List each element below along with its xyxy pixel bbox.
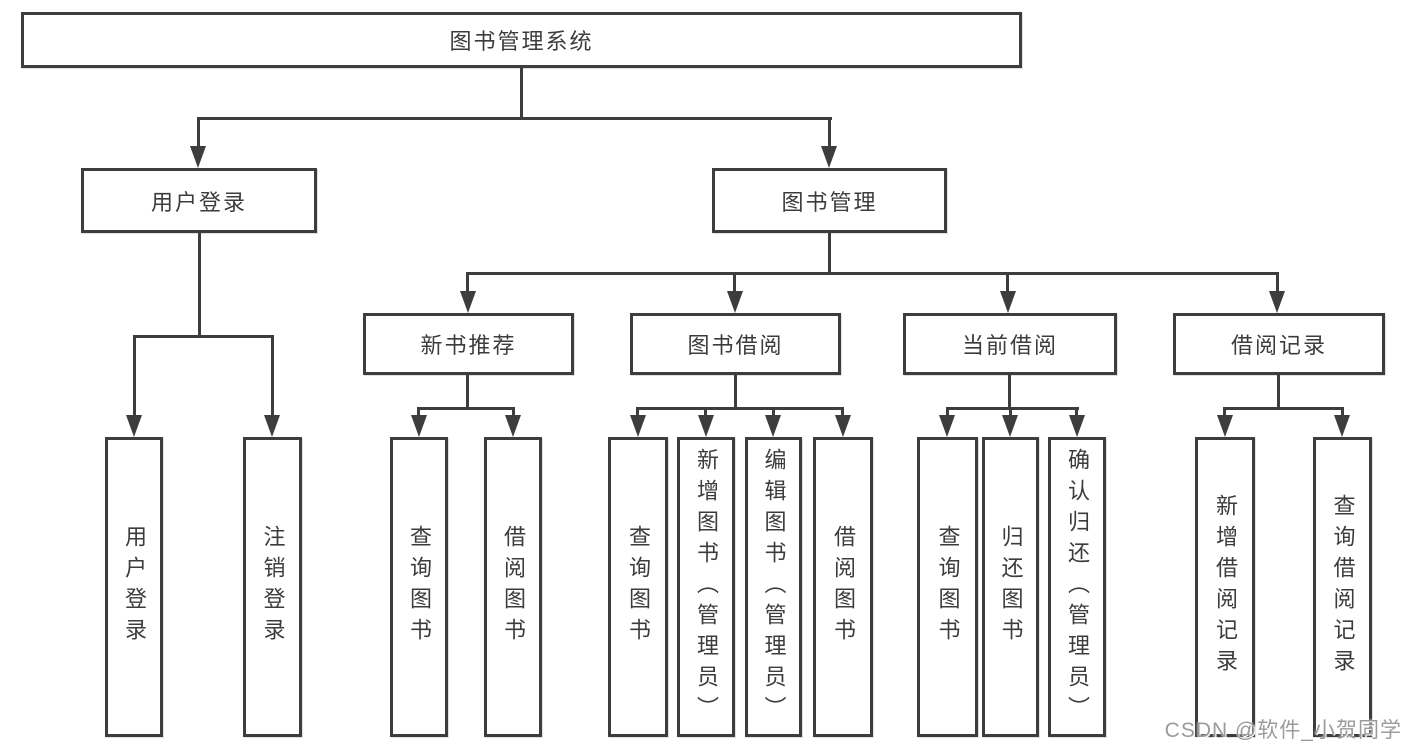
down-arrowhead-g2-leaf1 [411, 415, 427, 437]
down-arrowhead-borrow-records [1269, 291, 1285, 313]
leaf-recommend-query-books: 查询图书 [390, 437, 448, 737]
node-new-book-recommend: 新书推荐 [363, 313, 574, 375]
connector-leaf-user-login-drop [133, 335, 136, 417]
leaf-add-borrow-record: 新增借阅记录 [1195, 437, 1255, 737]
connector-new-book-branch [417, 407, 515, 410]
leaf-user-login: 用户登录 [105, 437, 163, 737]
down-arrowhead-g3-leaf2 [698, 415, 714, 437]
leaf-query-borrow-record: 查询借阅记录 [1313, 437, 1372, 737]
connector-current-borrow-branch [946, 407, 1079, 410]
connector-book-borrow-drop [733, 272, 736, 293]
node-book-management-label: 图书管理 [781, 189, 878, 215]
connector-g2-leaf1-drop [417, 407, 420, 418]
down-arrowhead-g3-leaf1 [630, 415, 646, 437]
connector-root-stem [520, 68, 523, 117]
connector-level2-branch [197, 117, 832, 120]
leaf-confirm-return-admin: 确认归还（管理员） [1048, 437, 1106, 737]
node-book-borrow-label: 图书借阅 [687, 333, 784, 358]
down-arrowhead-g3-leaf4 [835, 415, 851, 437]
connector-current-borrow-stem [1008, 375, 1011, 409]
connector-leaf-logout-drop [271, 335, 274, 417]
connector-user-login-branch [133, 335, 274, 338]
connector-user-login-stem [198, 233, 201, 335]
connector-current-borrow-drop [1006, 272, 1009, 293]
down-arrowhead-g4-leaf2 [1002, 415, 1018, 437]
down-arrowhead-g2-leaf2 [505, 415, 521, 437]
node-borrow-records: 借阅记录 [1173, 313, 1385, 375]
down-arrowhead-g5-leaf1 [1217, 415, 1233, 437]
down-arrowhead-g3-leaf3 [765, 415, 781, 437]
leaf-borrow-query-books-label: 查询图书 [626, 525, 651, 649]
leaf-borrow-books-label: 借阅图书 [831, 525, 856, 649]
leaf-add-books-admin: 新增图书（管理员） [677, 437, 735, 737]
node-book-borrow: 图书借阅 [630, 313, 841, 375]
leaf-recommend-query-books-label: 查询图书 [407, 525, 432, 649]
node-borrow-records-label: 借阅记录 [1230, 333, 1327, 358]
leaf-current-query-books-label: 查询图书 [935, 525, 961, 649]
leaf-confirm-return-admin-label: 确认归还（管理员） [1065, 447, 1090, 727]
connector-borrow-records-stem [1277, 375, 1280, 409]
down-arrowhead-current-borrow [1000, 291, 1016, 313]
connector-book-mgmt-stem [828, 233, 831, 275]
down-arrowhead-leaf-logout [264, 415, 280, 437]
connector-book-borrow-stem [734, 375, 737, 409]
node-root: 图书管理系统 [21, 12, 1022, 68]
down-arrowhead-book-borrow [727, 291, 743, 313]
connector-new-book-stem [466, 375, 469, 409]
leaf-return-books-label: 归还图书 [998, 525, 1024, 649]
csdn-watermark: CSDN @软件_小贺同学 [1164, 719, 1402, 742]
connector-new-book-drop [466, 272, 469, 293]
leaf-logout-label: 注销登录 [260, 525, 286, 649]
connector-user-login-drop [197, 117, 200, 150]
leaf-recommend-borrow-books-label: 借阅图书 [501, 525, 526, 649]
connector-g3-leaf1-drop [636, 407, 639, 418]
connector-g5-leaf1-drop [1223, 407, 1226, 418]
leaf-edit-books-admin-label: 编辑图书（管理员） [761, 447, 787, 727]
connector-g4-leaf2-drop [1009, 407, 1012, 418]
connector-borrow-records-drop [1276, 272, 1279, 293]
connector-g3-leaf3-drop [772, 407, 775, 418]
down-arrowhead-g5-leaf2 [1334, 415, 1350, 437]
connector-borrow-records-branch [1223, 407, 1344, 410]
leaf-recommend-borrow-books: 借阅图书 [484, 437, 542, 737]
leaf-return-books: 归还图书 [982, 437, 1039, 737]
connector-book-mgmt-drop [828, 117, 831, 150]
node-book-management: 图书管理 [712, 168, 947, 233]
connector-level3-branch [466, 272, 1279, 275]
node-user-login: 用户登录 [81, 168, 317, 233]
down-arrowhead-leaf-user-login [126, 415, 142, 437]
leaf-add-books-admin-label: 新增图书（管理员） [694, 447, 719, 727]
leaf-edit-books-admin: 编辑图书（管理员） [745, 437, 802, 737]
leaf-borrow-books: 借阅图书 [813, 437, 873, 737]
connector-g4-leaf3-drop [1075, 407, 1078, 418]
down-arrowhead-user-login [190, 146, 206, 168]
node-current-borrow: 当前借阅 [903, 313, 1117, 375]
down-arrowhead-new-book [460, 291, 476, 313]
connector-g3-leaf2-drop [704, 407, 707, 418]
node-current-borrow-label: 当前借阅 [961, 333, 1058, 358]
connector-g3-leaf4-drop [841, 407, 844, 418]
down-arrowhead-g4-leaf3 [1069, 415, 1085, 437]
node-new-book-recommend-label: 新书推荐 [420, 333, 517, 358]
leaf-logout: 注销登录 [243, 437, 302, 737]
down-arrowhead-book-mgmt [821, 146, 837, 168]
connector-g5-leaf2-drop [1341, 407, 1344, 418]
node-root-label: 图书管理系统 [449, 29, 594, 54]
connector-g4-leaf1-drop [946, 407, 949, 418]
leaf-add-borrow-record-label: 新增借阅记录 [1213, 494, 1238, 680]
leaf-borrow-query-books: 查询图书 [608, 437, 668, 737]
leaf-current-query-books: 查询图书 [917, 437, 978, 737]
node-user-login-label: 用户登录 [150, 189, 247, 215]
connector-book-borrow-branch [636, 407, 844, 410]
down-arrowhead-g4-leaf1 [939, 415, 955, 437]
connector-g2-leaf2-drop [512, 407, 515, 418]
leaf-query-borrow-record-label: 查询借阅记录 [1330, 494, 1356, 680]
leaf-user-login-label: 用户登录 [122, 525, 147, 649]
